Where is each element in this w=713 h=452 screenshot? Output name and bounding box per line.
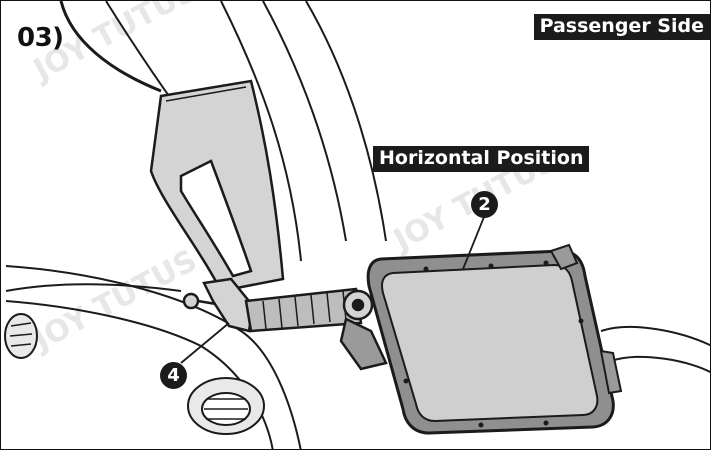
step-number: 03) [17, 23, 64, 53]
extension-arm [244, 287, 388, 371]
side-label: Passenger Side [533, 14, 710, 40]
air-vent-left [4, 313, 38, 359]
callout-marker-2: 2 [471, 191, 498, 218]
grab-handle [149, 79, 285, 293]
air-vent-center [187, 377, 265, 435]
position-label: Horizontal Position [373, 146, 590, 172]
callout-leaders [180, 216, 485, 364]
mount-clamp [182, 277, 255, 333]
callout-marker-4: 4 [160, 362, 187, 389]
svg-text:JOY TUTUS: JOY TUTUS [27, 243, 203, 359]
tablet-holder [366, 243, 623, 435]
